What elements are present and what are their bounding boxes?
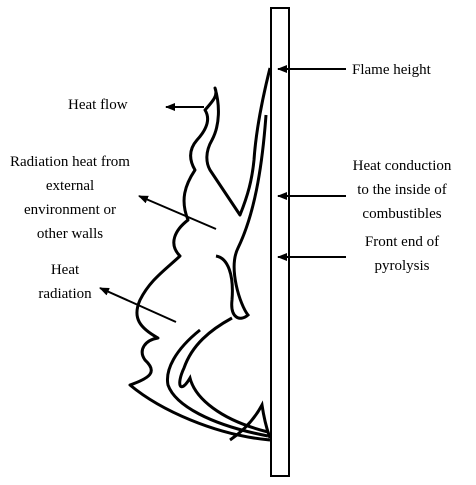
radiation-external-arrow	[138, 195, 217, 230]
flame-inner-lower	[165, 328, 269, 438]
heat-flow-label: Heat flow	[68, 97, 128, 113]
radiation-external-line-3: environment or	[23, 202, 117, 218]
flame-base	[229, 400, 272, 442]
heat-radiation-label: Heat radiation	[20, 258, 110, 306]
radiation-external-label: Radiation heat from external environment…	[2, 150, 138, 246]
radiation-external-line-2: external	[45, 178, 95, 194]
radiation-external-line-1: Radiation heat from	[10, 154, 130, 170]
pyrolysis-front-line-1: Front end of	[364, 234, 440, 250]
combustible-wall	[270, 7, 290, 477]
heat-conduction-line-1: Heat conduction	[352, 158, 452, 174]
flame-height-label: Flame height	[352, 62, 431, 78]
heat-radiation-line-2: radiation	[38, 286, 92, 302]
flame-inner-tongue	[215, 114, 268, 320]
heat-radiation-line-1: Heat	[50, 262, 80, 278]
heat-conduction-line-2: to the inside of	[357, 182, 447, 198]
pyrolysis-front-label: Front end of pyrolysis	[340, 230, 464, 278]
heat-conduction-line-3: combustibles	[362, 206, 442, 222]
heat-conduction-label: Heat conduction to the inside of combust…	[340, 154, 464, 226]
heat-radiation-arrow	[99, 287, 177, 323]
radiation-external-line-4: other walls	[36, 226, 104, 242]
flame-inner-left	[178, 316, 269, 434]
pyrolysis-front-line-2: pyrolysis	[374, 258, 430, 274]
flame-outline	[128, 67, 272, 442]
